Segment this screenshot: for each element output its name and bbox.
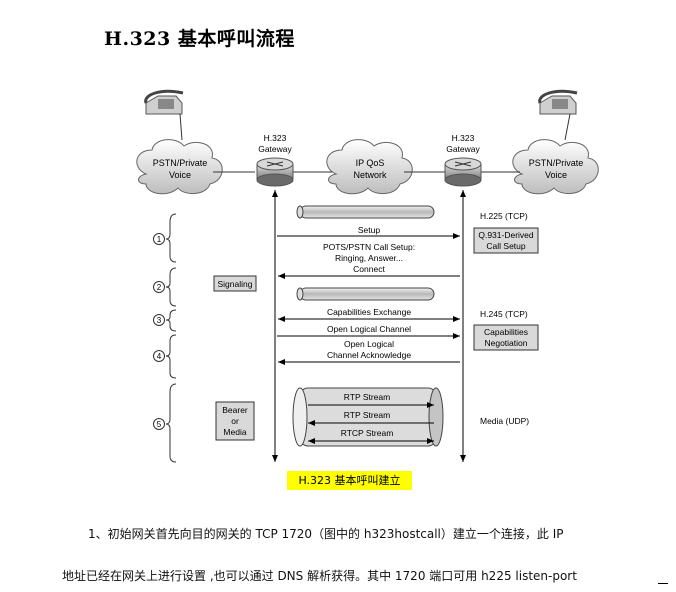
svg-text:1: 1 (157, 235, 162, 244)
svg-text:Capabilities: Capabilities (484, 327, 528, 337)
left-cloud: PSTN/Private Voice (136, 139, 223, 195)
svg-text:Call Setup: Call Setup (486, 241, 525, 251)
left-cloud-line1: PSTN/Private (153, 158, 208, 168)
left-cloud-line2: Voice (169, 170, 191, 180)
h225-label: H.225 (TCP) (480, 211, 528, 221)
q931-box: Q.931-Derived Call Setup (473, 227, 539, 254)
middle-cloud-line1: IP QoS (356, 158, 385, 168)
open-lc-label: Open Logical Channel (327, 324, 411, 334)
pots-label-1: POTS/PSTN Call Setup: (323, 242, 415, 252)
open-lc-ack-label-1: Open Logical (344, 339, 394, 349)
step-1: 1 (153, 213, 177, 263)
step-3: 3 (153, 309, 177, 332)
media-udp-label: Media (UDP) (480, 416, 529, 426)
bearer-box: Bearer or Media (215, 401, 255, 441)
rtp-stream-1-label: RTP Stream (344, 392, 390, 402)
cap-exchange-label: Capabilities Exchange (327, 307, 411, 317)
svg-text:Bearer: Bearer (222, 405, 248, 415)
right-gateway-line1: H.323 (452, 133, 475, 143)
middle-cloud: IP QoS Network (326, 139, 413, 195)
step-5: 5 (153, 383, 177, 463)
right-phone-icon (538, 89, 578, 141)
h245-label: H.245 (TCP) (480, 309, 528, 319)
figure-caption: H.323 基本呼叫建立 (287, 471, 412, 490)
setup-label: Setup (358, 225, 380, 235)
svg-text:Signaling: Signaling (218, 279, 253, 289)
h225-tcp-pipe (296, 205, 435, 219)
left-phone-icon (144, 89, 184, 141)
h245-tcp-pipe (296, 287, 435, 301)
cap-negotiation-box: Capabilities Negotiation (473, 324, 539, 351)
open-lc-ack-label-2: Channel Acknowledge (327, 350, 411, 360)
divider (658, 583, 668, 584)
left-gateway-line1: H.323 (264, 133, 287, 143)
svg-text:4: 4 (157, 352, 162, 361)
pots-label-3: Connect (353, 264, 385, 274)
right-cloud-line1: PSTN/Private (529, 158, 584, 168)
right-gateway-line2: Gateway (446, 144, 480, 154)
step-4: 4 (153, 334, 177, 379)
page-title: H.323 基本呼叫流程 (104, 28, 295, 50)
media-pipe (292, 387, 444, 447)
svg-text:3: 3 (157, 316, 162, 325)
paragraph-1: 1、初始网关首先向目的网关的 TCP 1720（图中的 h323hostcall… (88, 527, 564, 541)
paragraph-2: 地址已经在网关上进行设置 ,也可以通过 DNS 解析获得。其中 1720 端口可… (62, 569, 577, 583)
step-2: 2 (153, 267, 177, 307)
right-cloud-line2: Voice (545, 170, 567, 180)
svg-text:2: 2 (157, 283, 162, 292)
svg-text:Media: Media (223, 427, 246, 437)
middle-cloud-line2: Network (353, 170, 387, 180)
rtcp-stream-label: RTCP Stream (341, 428, 394, 438)
svg-text:5: 5 (157, 420, 162, 429)
right-cloud: PSTN/Private Voice (512, 139, 599, 195)
svg-text:Negotiation: Negotiation (484, 338, 527, 348)
pots-label-2: Ringing, Answer... (335, 253, 403, 263)
right-gateway: H.323 Gateway (444, 133, 482, 187)
svg-text:Q.931-Derived: Q.931-Derived (478, 230, 534, 240)
rtp-stream-2-label: RTP Stream (344, 410, 390, 420)
left-gateway-line2: Gateway (258, 144, 292, 154)
svg-text:or: or (231, 416, 239, 426)
signaling-box: Signaling (213, 275, 257, 292)
left-gateway: H.323 Gateway (256, 133, 294, 187)
